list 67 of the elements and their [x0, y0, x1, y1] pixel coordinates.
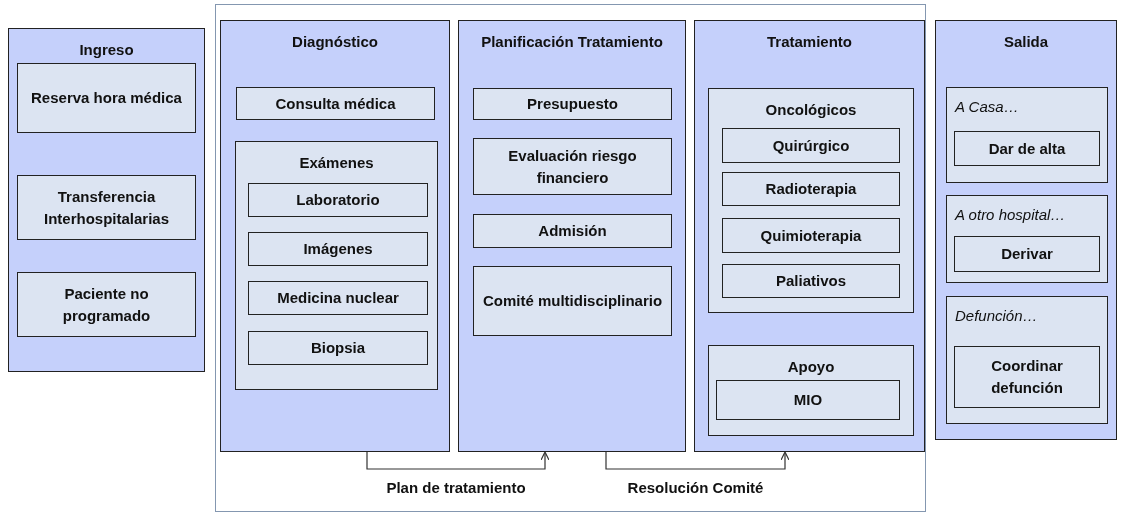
box-label: Comité multidisciplinario — [482, 291, 663, 312]
box-label: Derivar — [1001, 244, 1053, 265]
box-label: MIO — [793, 390, 823, 411]
heading: A Casa… — [955, 97, 1019, 117]
process-box — [722, 218, 900, 253]
process-box — [17, 272, 196, 337]
box-label: Medicina nuclear — [277, 288, 399, 309]
connector-arrow — [605, 451, 790, 470]
heading: Tratamiento — [767, 32, 852, 52]
box-label: Transferencia Interhospitalarias — [42, 186, 170, 229]
process-box — [236, 87, 435, 120]
process-box — [248, 281, 428, 315]
group-box — [708, 88, 914, 313]
box-label: Quimioterapia — [760, 225, 862, 246]
process-box — [473, 214, 672, 248]
box-label: Evaluación riesgo financiero — [507, 145, 638, 188]
process-box — [473, 266, 672, 336]
heading: Oncológicos — [765, 100, 857, 120]
box-label: Paciente no programado — [61, 283, 152, 326]
box-label: Consulta médica — [275, 93, 396, 114]
heading: A otro hospital… — [955, 205, 1066, 225]
process-box — [248, 232, 428, 266]
process-box — [473, 88, 672, 120]
process-box — [17, 63, 196, 133]
process-box — [954, 346, 1100, 408]
box-label: Coordinar defunción — [990, 356, 1064, 398]
process-box — [248, 183, 428, 217]
process-box — [17, 175, 196, 240]
box-label: Presupuesto — [527, 94, 618, 115]
box-label: Reserva hora médica — [31, 88, 182, 109]
box-label: Quirúrgico — [772, 135, 850, 156]
frame-box — [215, 4, 926, 512]
box-label: Radioterapia — [765, 179, 857, 200]
edge-label: Resolución Comité — [627, 479, 764, 496]
heading: Diagnóstico — [292, 32, 378, 52]
lane-panel — [458, 20, 686, 452]
box-label: Paliativos — [775, 271, 846, 292]
group-box — [946, 296, 1108, 424]
process-box — [954, 131, 1100, 166]
process-box — [722, 264, 900, 298]
heading: Exámenes — [299, 153, 374, 173]
process-box — [716, 380, 900, 420]
process-box — [954, 236, 1100, 272]
group-box — [946, 87, 1108, 183]
process-box — [722, 128, 900, 163]
edge-label: Plan de tratamiento — [386, 479, 526, 496]
connector-arrow — [366, 451, 550, 470]
lane-panel — [935, 20, 1117, 440]
heading: Salida — [1003, 32, 1049, 52]
lane-panel — [220, 20, 450, 452]
lane-panel — [8, 28, 205, 372]
process-box — [473, 138, 672, 195]
box-label: Admisión — [538, 221, 607, 242]
process-box — [722, 172, 900, 206]
lane-panel — [694, 20, 925, 452]
box-label: Laboratorio — [296, 190, 380, 211]
box-label: Imágenes — [303, 239, 373, 260]
group-box — [708, 345, 914, 436]
box-label: Biopsia — [310, 338, 366, 359]
heading: Ingreso — [79, 40, 134, 60]
heading: Apoyo — [787, 357, 835, 377]
process-box — [248, 331, 428, 365]
group-box — [235, 141, 438, 390]
heading: Planificación Tratamiento — [481, 32, 663, 52]
group-box — [946, 195, 1108, 283]
box-label: Dar de alta — [988, 138, 1066, 159]
heading: Defunción… — [955, 306, 1038, 326]
